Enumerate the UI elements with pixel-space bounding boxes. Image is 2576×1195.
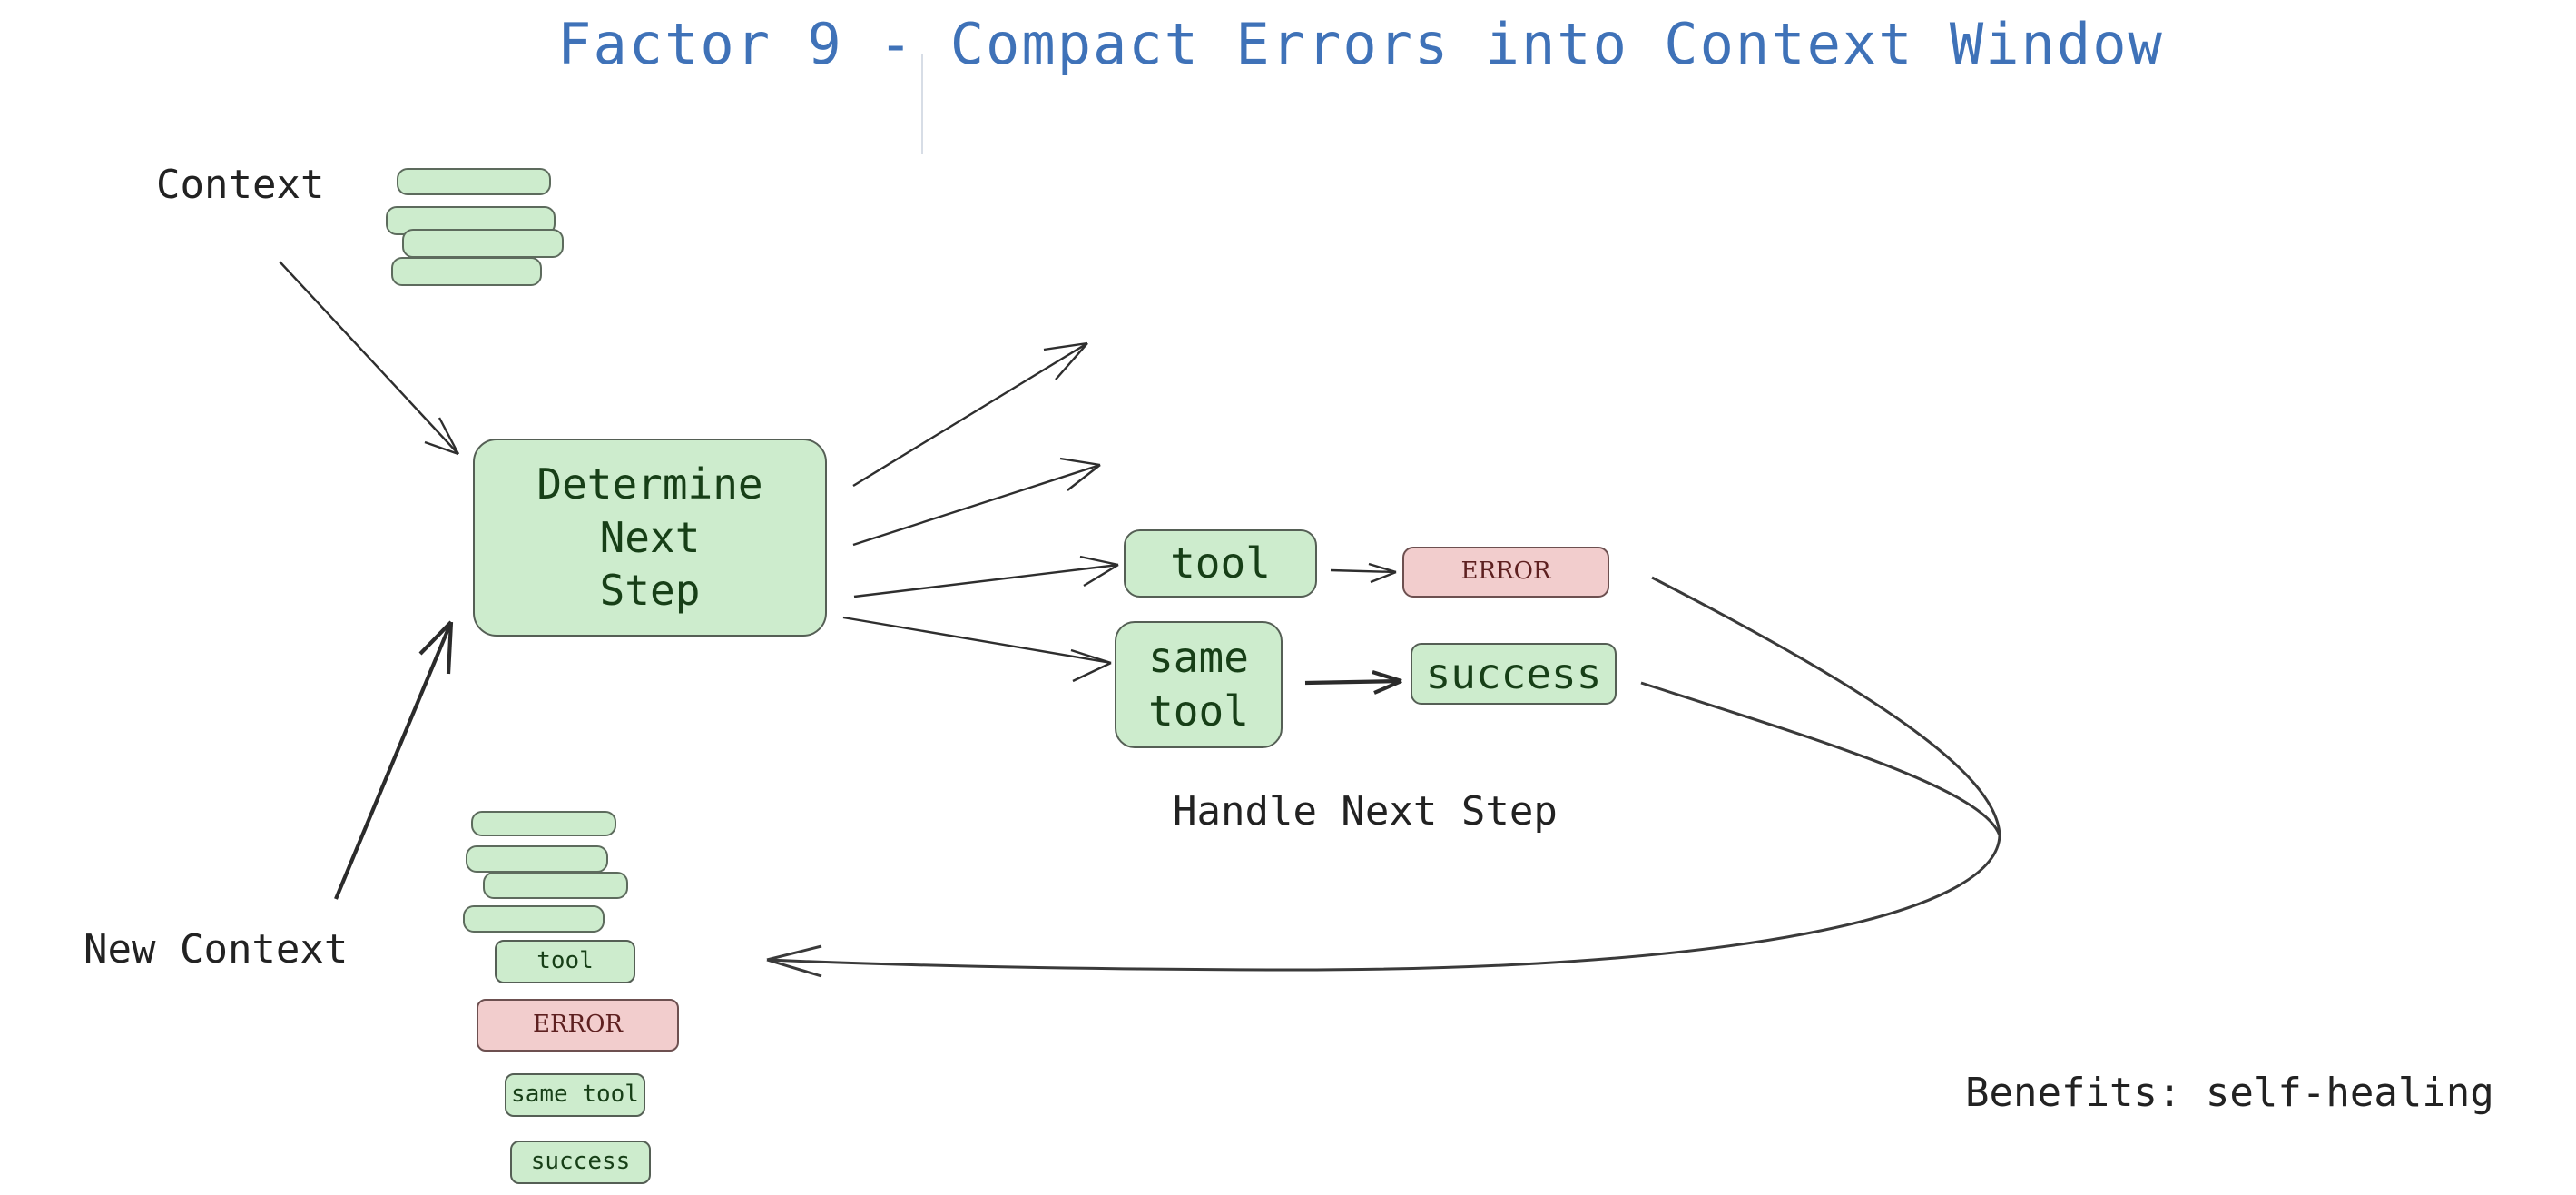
node-same-tool[interactable]: same tool: [1115, 621, 1283, 748]
decorative-vertical-line: [921, 54, 923, 154]
page-title: Factor 9 - Compact Errors into Context W…: [557, 11, 2164, 77]
arrow-determine-to-tool: [853, 555, 1119, 598]
context-bar-1: [397, 168, 551, 195]
determine-line-2: Next: [599, 512, 701, 562]
arrow-tool-to-error: [1330, 562, 1397, 584]
determine-line-3: Step: [599, 566, 701, 616]
same-tool-line-2: tool: [1148, 686, 1249, 736]
arrow-determine-branch-2: [852, 457, 1101, 547]
benefits-label: Benefits: self-healing: [1965, 1070, 2494, 1116]
new-context-bar-2: [466, 845, 608, 873]
node-determine-next-step[interactable]: Determine Next Step: [473, 439, 827, 637]
new-context-chip-success-label: success: [530, 1148, 631, 1176]
new-context-chip-error[interactable]: ERROR: [477, 999, 679, 1052]
node-success[interactable]: success: [1411, 643, 1617, 705]
curve-error-feedback: [1651, 576, 2001, 836]
node-success-label: success: [1425, 648, 1602, 698]
new-context-chip-tool[interactable]: tool: [495, 940, 635, 983]
new-context-chip-success[interactable]: success: [510, 1141, 651, 1184]
arrow-feedback-to-new-context: [766, 835, 2001, 978]
new-context-chip-tool-label: tool: [536, 947, 594, 975]
new-context-chip-same-tool[interactable]: same tool: [505, 1073, 645, 1117]
arrow-context-to-determine: [279, 261, 460, 456]
new-context-bar-3: [483, 872, 628, 899]
arrow-new-context-to-determine: [334, 620, 454, 900]
context-label: Context: [156, 162, 325, 208]
node-error-label: ERROR: [1460, 558, 1551, 586]
new-context-chip-error-label: ERROR: [532, 1011, 624, 1039]
new-context-chip-same-tool-label: same tool: [511, 1081, 639, 1109]
node-tool[interactable]: tool: [1124, 529, 1317, 598]
arrow-same-tool-to-success: [1304, 669, 1402, 695]
new-context-bar-4: [463, 905, 605, 933]
handle-next-step-label: Handle Next Step: [1173, 788, 1558, 835]
determine-line-1: Determine: [536, 459, 763, 509]
same-tool-line-1: same: [1148, 633, 1249, 683]
curve-success-feedback: [1640, 681, 2001, 836]
node-tool-label: tool: [1170, 538, 1271, 588]
new-context-bar-1: [471, 811, 616, 836]
new-context-label: New Context: [84, 926, 349, 973]
context-bar-3: [402, 229, 564, 258]
context-bar-4: [391, 257, 542, 286]
arrow-determine-branch-1: [852, 341, 1088, 488]
node-error[interactable]: ERROR: [1402, 547, 1609, 598]
arrow-determine-to-same-tool: [842, 616, 1112, 683]
